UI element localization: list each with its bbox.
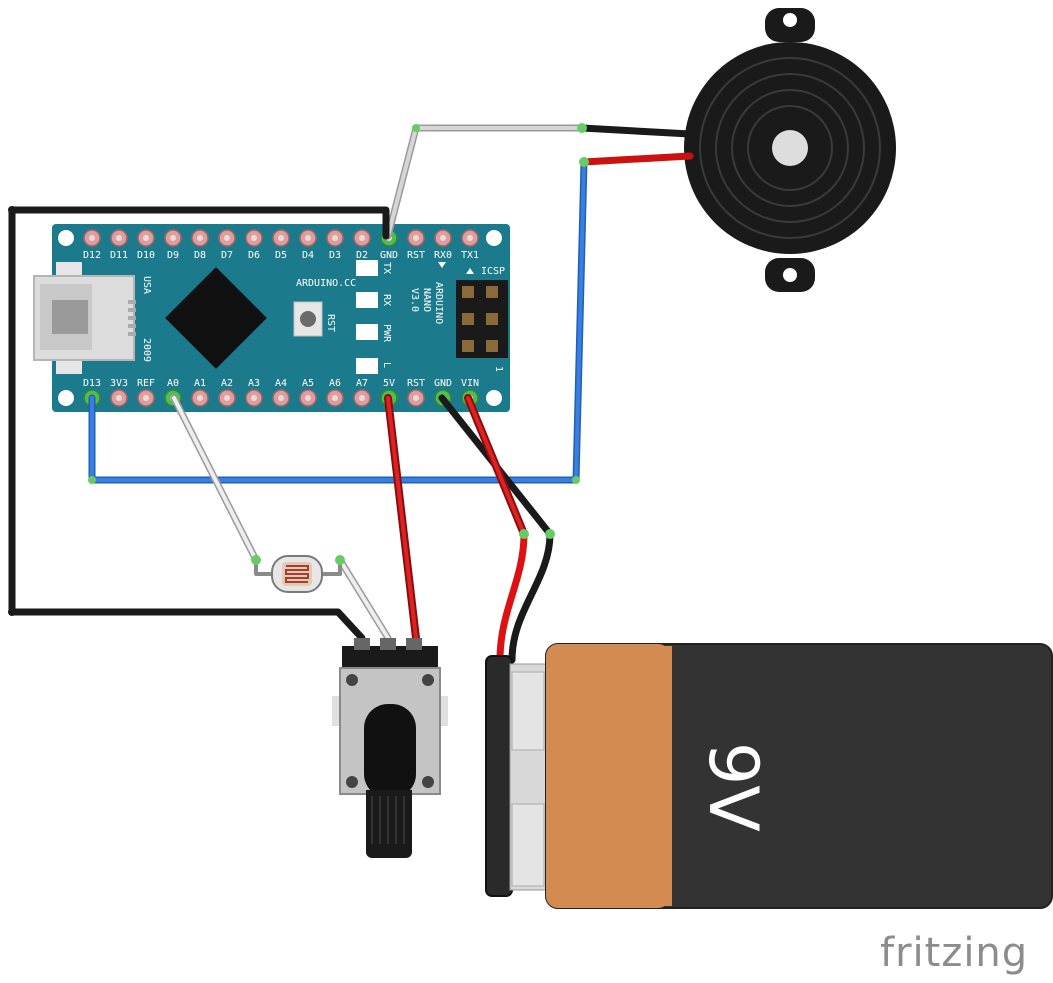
bottom-pin-label-10: A7 bbox=[356, 378, 368, 389]
top-pin-hole-1 bbox=[116, 235, 122, 241]
rst-label: RST bbox=[325, 314, 336, 332]
top-pin-label-7: D5 bbox=[275, 250, 287, 261]
top-pin-hole-13 bbox=[440, 235, 446, 241]
model-line-2: NANO bbox=[421, 288, 432, 312]
top-pin-label-1: D11 bbox=[110, 250, 128, 261]
bottom-pin-label-2: REF bbox=[137, 378, 155, 389]
bottom-pin-hole-2 bbox=[143, 395, 149, 401]
bottom-pin-hole-7 bbox=[278, 395, 284, 401]
top-pin-hole-8 bbox=[305, 235, 311, 241]
top-pin-label-14: TX1 bbox=[461, 250, 479, 261]
bottom-pin-hole-8 bbox=[305, 395, 311, 401]
bottom-pin-hole-12 bbox=[413, 395, 419, 401]
top-pin-hole-2 bbox=[143, 235, 149, 241]
bottom-pin-label-4: A1 bbox=[194, 378, 206, 389]
icsp-label: ICSP bbox=[481, 266, 505, 277]
top-pin-label-11: GND bbox=[380, 250, 398, 261]
usa-label: USA bbox=[141, 276, 152, 294]
top-pin-hole-7 bbox=[278, 235, 284, 241]
top-pin-label-9: D3 bbox=[329, 250, 341, 261]
top-pin-label-2: D10 bbox=[137, 250, 155, 261]
top-pin-label-13: RX0 bbox=[434, 250, 452, 261]
bottom-pin-label-6: A3 bbox=[248, 378, 260, 389]
top-pin-label-3: D9 bbox=[167, 250, 179, 261]
battery-lead-red bbox=[496, 530, 528, 664]
top-pin-label-5: D7 bbox=[221, 250, 233, 261]
bottom-pin-label-1: 3V3 bbox=[110, 378, 128, 389]
bottom-pin-label-8: A5 bbox=[302, 378, 314, 389]
bottom-pin-label-0: D13 bbox=[83, 378, 101, 389]
arduino-board bbox=[52, 224, 510, 412]
top-pin-hole-3 bbox=[170, 235, 176, 241]
battery-lead-black bbox=[508, 530, 554, 664]
bottom-pin-row: D13 3V3 REF A0 A1 A2 A3 A4 A5 A6 A7 5V RST GND VIN bbox=[83, 378, 479, 407]
top-pin-hole-12 bbox=[413, 235, 419, 241]
arduino-nano: USA 2009 ARDUINO.CC RST TX RX PWR L ARDU… bbox=[33, 224, 510, 412]
bottom-pin-label-5: A2 bbox=[221, 378, 233, 389]
bottom-pin-label-3: A0 bbox=[167, 378, 179, 389]
top-pin-label-8: D4 bbox=[302, 250, 314, 261]
bottom-pin-label-7: A4 bbox=[275, 378, 287, 389]
top-pin-row: D12 D11 D10 D9 D8 D7 D6 D5 D4 D3 D2 GND RST RX0 TX1 bbox=[83, 229, 479, 261]
top-pin-hole-0 bbox=[89, 235, 95, 241]
top-pin-label-4: D8 bbox=[194, 250, 206, 261]
usb-connector bbox=[33, 262, 136, 374]
bottom-pin-label-9: A6 bbox=[329, 378, 341, 389]
led-label-pwr: PWR bbox=[381, 324, 392, 343]
battery-label: 9V bbox=[693, 742, 772, 832]
bottom-pin-label-14: VIN bbox=[461, 378, 479, 389]
piezo-buzzer bbox=[684, 8, 896, 292]
top-pin-hole-5 bbox=[224, 235, 230, 241]
bottom-pin-label-11: 5V bbox=[383, 378, 395, 389]
model-line-3: V3.0 bbox=[409, 288, 420, 312]
top-pin-hole-10 bbox=[359, 235, 365, 241]
bottom-pin-hole-10 bbox=[359, 395, 365, 401]
bottom-pin-hole-1 bbox=[116, 395, 122, 401]
wire-endpoints bbox=[8, 123, 589, 616]
buzzer-lead-red bbox=[580, 152, 694, 166]
top-pin-hole-14 bbox=[467, 235, 473, 241]
pin-one-label: 1 bbox=[493, 366, 504, 372]
top-pin-hole-6 bbox=[251, 235, 257, 241]
battery-9v: 9V bbox=[485, 643, 1053, 909]
microcontroller-chip bbox=[165, 267, 267, 369]
top-pin-label-12: RST bbox=[407, 250, 425, 261]
site-label: ARDUINO.CC bbox=[296, 278, 356, 289]
wire-gnd-to-buzzer bbox=[384, 124, 586, 240]
photoresistor bbox=[271, 555, 323, 593]
bottom-pin-label-13: GND bbox=[434, 378, 452, 389]
reset-button[interactable] bbox=[293, 301, 323, 337]
bottom-pin-hole-4 bbox=[197, 395, 203, 401]
led-label-l: L bbox=[381, 362, 392, 368]
status-leds bbox=[356, 260, 378, 374]
top-pin-label-0: D12 bbox=[83, 250, 101, 261]
bottom-pin-label-12: RST bbox=[407, 378, 425, 389]
led-label-tx: TX bbox=[381, 262, 392, 274]
top-pin-label-10: D2 bbox=[356, 250, 368, 261]
bottom-pin-hole-6 bbox=[251, 395, 257, 401]
bottom-pin-hole-9 bbox=[332, 395, 338, 401]
model-line-1: ARDUINO bbox=[433, 282, 444, 324]
fritzing-watermark: fritzing bbox=[880, 930, 1028, 976]
top-pin-hole-9 bbox=[332, 235, 338, 241]
year-label: 2009 bbox=[141, 338, 152, 362]
top-pin-label-6: D6 bbox=[248, 250, 260, 261]
led-label-rx: RX bbox=[381, 294, 392, 306]
top-pin-hole-4 bbox=[197, 235, 203, 241]
bottom-pin-hole-5 bbox=[224, 395, 230, 401]
wire-ground-loop bbox=[8, 206, 390, 642]
buzzer-lead-black bbox=[578, 124, 694, 138]
potentiometer bbox=[332, 638, 448, 858]
icsp-header bbox=[456, 280, 508, 358]
